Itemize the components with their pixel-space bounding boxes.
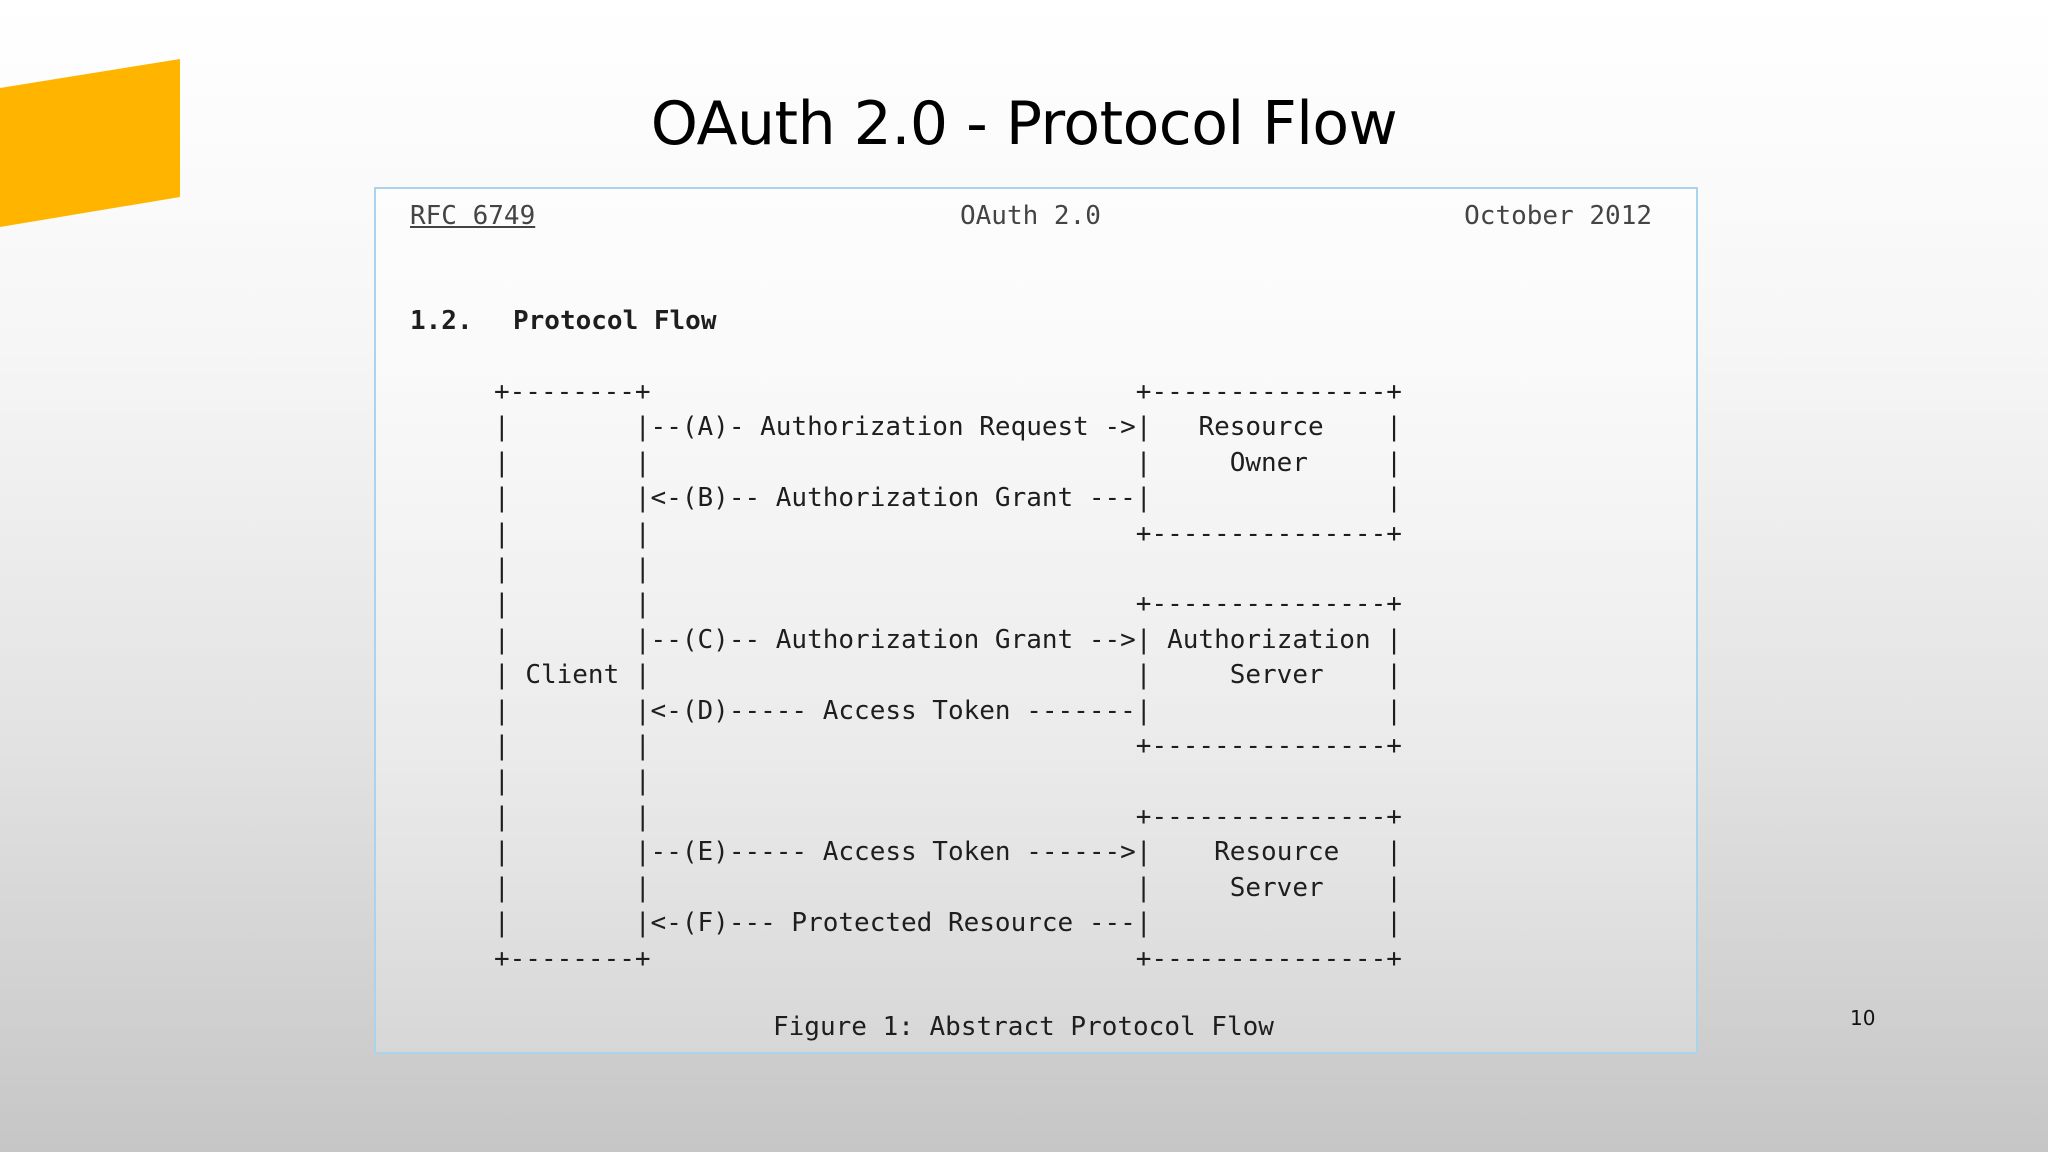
flow-d-access-token: <-(D)----- Access Token ------- — [650, 695, 1136, 726]
flow-a-authorization-request: --(A)- Authorization Request -> — [650, 412, 1136, 443]
resource-owner-line-2: Owner — [1229, 447, 1308, 478]
flow-c-authorization-grant: --(C)-- Authorization Grant --> — [650, 624, 1136, 655]
flow-b-authorization-grant: <-(B)-- Authorization Grant --- — [650, 483, 1136, 514]
resource-server-line-1: Resource — [1214, 837, 1340, 868]
rfc-header-date: October 2012 — [1464, 201, 1652, 231]
rfc-header-title: OAuth 2.0 — [960, 201, 1101, 231]
client-label: Client — [525, 660, 620, 691]
section-title: Protocol Flow — [513, 306, 717, 336]
authorization-server-line-2: Server — [1229, 660, 1324, 691]
slide-title: OAuth 2.0 - Protocol Flow — [650, 89, 1398, 159]
resource-server-line-2: Server — [1229, 872, 1324, 903]
rfc-excerpt-panel — [374, 187, 1698, 1054]
rfc-header-number[interactable]: RFC 6749 — [410, 201, 536, 231]
resource-owner-line-1: Resource — [1198, 412, 1324, 443]
slide-number: 10 — [1850, 1006, 1876, 1030]
flow-f-protected-resource: <-(F)--- Protected Resource --- — [650, 908, 1136, 939]
flow-e-access-token: --(E)----- Access Token ------> — [650, 837, 1136, 868]
section-number: 1.2. — [410, 306, 473, 336]
section-heading: 1.2. Protocol Flow — [410, 304, 717, 339]
protocol-flow-diagram: +--------+ +---------------+ | |--(A)- A… — [494, 377, 1402, 974]
figure-caption: Figure 1: Abstract Protocol Flow — [773, 1012, 1274, 1042]
authorization-server-line-1: Authorization — [1167, 624, 1371, 655]
